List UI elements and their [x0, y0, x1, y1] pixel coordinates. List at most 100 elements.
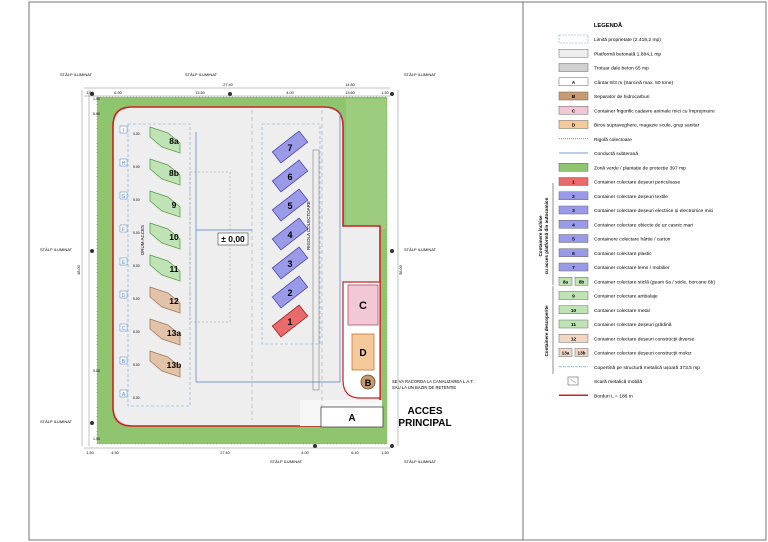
left-container-label-11: 11 — [170, 264, 179, 274]
slot-box-B — [119, 356, 128, 365]
legend-row-5: C Container frigorific cadavre animale mi… — [558, 106, 715, 115]
legend-text-4: Separator de hidrocarburi — [594, 94, 649, 100]
dim-side-4: 5.00 — [133, 264, 140, 268]
left-container-13a — [149, 318, 181, 346]
slot-box-C — [119, 323, 128, 332]
separator-b — [360, 374, 376, 390]
lamp-post-label-7: STÂLP ILUMINAT — [404, 459, 437, 464]
dim-bottom-2: 27.40 — [220, 451, 230, 455]
svg-text:5: 5 — [572, 237, 575, 243]
right-container-5 — [271, 188, 309, 222]
dim-top-outer-1: 14.80 — [345, 83, 355, 87]
legend-row-20: 11 Container colectare deșeuri grădină — [558, 319, 672, 329]
slot-box-F — [119, 224, 128, 233]
level-marker: ± 0,00 — [221, 234, 245, 244]
lamp-post-0 — [90, 92, 94, 96]
svg-text:8b: 8b — [579, 279, 585, 284]
left-container-13b — [149, 350, 181, 378]
svg-text:9: 9 — [572, 294, 575, 300]
right-container-label-5: 5 — [287, 201, 292, 211]
lamp-post-6 — [313, 444, 317, 448]
dim-side-7: 5.00 — [133, 363, 140, 367]
dim-left-3: 1.50 — [93, 437, 100, 441]
svg-text:4: 4 — [572, 222, 575, 228]
legend-text-19: Container colectare metal — [594, 308, 650, 314]
legend-text-3: Cântar 8/3 m (Sarcină max. 50 tone) — [594, 80, 673, 86]
legend-text-22: Container colectare deșeuri construcții … — [594, 351, 692, 357]
legend-text-10: Container colectare deșeuri periculoase — [594, 180, 680, 186]
left-container-label-12: 12 — [169, 296, 179, 306]
legend-text-20: Container colectare deșeuri grădină — [594, 322, 672, 328]
dim-bottom-0: 1.50 — [86, 451, 93, 455]
lamp-post-4 — [390, 249, 394, 253]
svg-text:3: 3 — [572, 208, 575, 214]
left-container-8a — [149, 126, 181, 154]
lamp-post-group: STÂLP ILUMINAT STÂLP ILUMINAT STÂLP ILUMIN… — [40, 72, 437, 464]
legend-text-5: Container frigorific cadavre animale mic… — [594, 108, 715, 114]
svg-text:12: 12 — [571, 336, 577, 342]
legend-text-24: Scară metalică mobilă — [594, 379, 642, 385]
svg-text:1: 1 — [572, 180, 575, 186]
lamp-post-label-2: STÂLP ILUMINAT — [404, 72, 437, 77]
legend-row-11: 2 Container colectare deșeuri textile — [558, 191, 668, 200]
legend-text-25: Borduri L = 186 m — [594, 393, 633, 399]
dim-bottom-4: 6.40 — [351, 451, 358, 455]
legend-group-open: Containere descoperite — [544, 305, 549, 357]
legend-text-15: Container colectare plastic — [594, 251, 652, 257]
right-container-4 — [271, 217, 309, 251]
slot-letter-C: C — [122, 326, 126, 332]
right-container-7 — [271, 130, 309, 164]
drain-note-line1: SE VA RACORDA LA CANALIZAREA L.A.T. — [392, 379, 474, 384]
scale-a-label: A — [348, 413, 355, 424]
legend-row-24: Scară metalică mobilă — [567, 376, 642, 386]
legend-title: LEGENDĂ — [594, 22, 623, 29]
slot-letter-F: F — [122, 227, 125, 233]
right-container-3 — [271, 246, 309, 280]
lamp-post-label-4: STÂLP ILUMINAT — [404, 247, 437, 252]
legend-text-9: Zonă verde / plantație de protecție 397 … — [594, 165, 686, 171]
slot-letter-A: A — [122, 392, 126, 398]
legend-text-8: Conductă subterană — [594, 151, 638, 157]
lamp-post-label-1: STÂLP ILUMINAT — [185, 72, 218, 77]
legend-text-13: Container colectare obiecte de uz casnic… — [594, 222, 693, 228]
right-container-label-7: 7 — [287, 143, 292, 153]
dim-top-4: 13.60 — [345, 91, 355, 95]
svg-text:10: 10 — [571, 308, 577, 314]
legend-text-7: Rigolă colectoare — [594, 137, 632, 143]
lamp-post-3 — [90, 249, 94, 253]
legend-row-8: Conductă subterană — [559, 151, 638, 157]
canopy-right — [261, 123, 321, 345]
collector-channel — [312, 149, 320, 391]
dim-right-total: 56.00 — [399, 265, 403, 275]
canopy-left — [127, 123, 191, 407]
left-container-8b — [149, 158, 181, 186]
svg-text:2: 2 — [572, 194, 575, 200]
dim-side-1: 5.00 — [133, 165, 140, 169]
legend-group-closed-1: Containere închise — [538, 215, 543, 257]
svg-text:C: C — [572, 108, 576, 114]
dim-bottom-5: 1.50 — [381, 451, 388, 455]
legend-text-11: Container colectare deșeuri textile — [594, 194, 668, 200]
container-c-label: C — [359, 300, 367, 312]
legend-row-1: Platformă betonată 1.884,1 mp — [558, 49, 661, 58]
dim-left-1: 5.00 — [93, 112, 100, 116]
left-container-label-13b: 13b — [167, 360, 182, 370]
lamp-post-label-6: STÂLP ILUMINAT — [270, 459, 303, 464]
legend-text-6: Birou supraveghere, magazie scule, grup … — [594, 123, 700, 129]
access-label-line2: PRINCIPAL — [398, 418, 451, 429]
dim-left-total: 48.00 — [77, 265, 81, 275]
slot-letter-H: H — [122, 161, 126, 167]
access-label-line1: ACCES — [407, 406, 442, 417]
svg-text:11: 11 — [571, 322, 576, 328]
dim-left-0: 1.50 — [93, 97, 100, 101]
dim-side-5: 5.00 — [133, 297, 140, 301]
right-container-label-1: 1 — [287, 317, 292, 327]
